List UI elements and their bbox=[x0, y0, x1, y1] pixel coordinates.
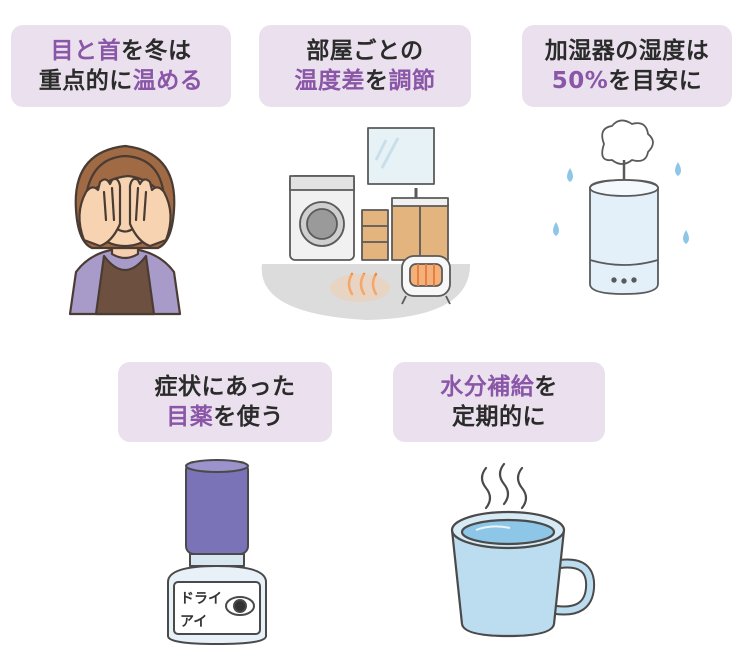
tip-label-room-temperature: 部屋ごとの 温度差を調節 bbox=[259, 25, 471, 107]
plain-text: を使う bbox=[213, 404, 284, 430]
bottle-label-text-1: ドライ bbox=[180, 591, 222, 607]
tip-line: 部屋ごとの bbox=[306, 36, 423, 66]
tip-line: 重点的に温める bbox=[39, 66, 204, 96]
highlight-text: 温める bbox=[132, 68, 204, 94]
plain-text: 重点的に bbox=[38, 68, 133, 94]
woman-covering-eyes-icon bbox=[68, 144, 182, 316]
highlight-text: 目薬 bbox=[166, 404, 214, 430]
humidifier-icon bbox=[553, 119, 689, 295]
highlight-text: 目と首 bbox=[50, 37, 121, 64]
tip-line: 温度差を調節 bbox=[295, 66, 436, 96]
hot-mug-icon bbox=[450, 462, 596, 638]
tip-label-humidifier: 加湿器の湿度は 50%を目安に bbox=[522, 25, 732, 107]
tip-label-hydration: 水分補給を 定期的に bbox=[393, 362, 605, 442]
tip-line: 水分補給を bbox=[440, 372, 558, 402]
eye-drops-bottle-icon: ドライ アイ bbox=[167, 459, 267, 645]
tip-line: 症状にあった bbox=[155, 372, 296, 402]
plain-text: 症状にあった bbox=[154, 373, 296, 400]
tip-label-eye-drops: 症状にあった 目薬を使う bbox=[118, 362, 332, 442]
highlight-text: 50% bbox=[551, 68, 609, 94]
plain-text: 部屋ごとの bbox=[306, 37, 424, 64]
plain-text: を目安に bbox=[608, 68, 703, 94]
highlight-text: 温度差 bbox=[294, 68, 365, 94]
tip-line: 50%を目安に bbox=[552, 66, 703, 96]
highlight-text: 調節 bbox=[388, 68, 436, 94]
tip-line: 加湿器の湿度は bbox=[545, 36, 710, 66]
plain-text: 定期的に bbox=[452, 404, 546, 430]
plain-text: を bbox=[534, 373, 558, 400]
plain-text: を冬は bbox=[121, 37, 192, 64]
plain-text: 加湿器の湿度は bbox=[544, 37, 710, 64]
tip-line: 目薬を使う bbox=[166, 402, 284, 432]
plain-text: を bbox=[365, 68, 389, 94]
bathroom-heater-icon bbox=[261, 127, 471, 320]
tip-line: 目と首を冬は bbox=[51, 36, 192, 66]
bottle-label-text-2: アイ bbox=[180, 614, 207, 630]
highlight-text: 水分補給 bbox=[440, 373, 535, 400]
tip-label-warm-eyes-neck: 目と首を冬は 重点的に温める bbox=[11, 25, 231, 107]
tip-line: 定期的に bbox=[452, 402, 546, 432]
